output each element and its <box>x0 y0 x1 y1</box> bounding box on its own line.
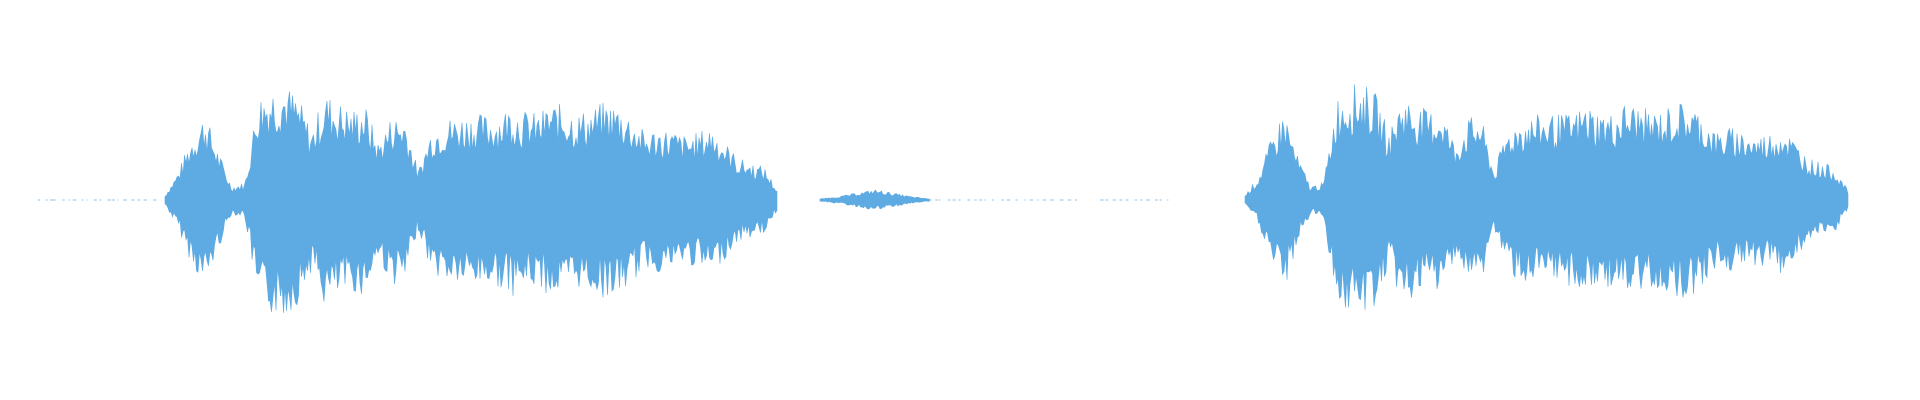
baseline-dash <box>1029 199 1034 201</box>
baseline-dash <box>68 199 71 201</box>
baseline-dash <box>1001 199 1004 201</box>
baseline-dash <box>94 199 97 201</box>
baseline-dash <box>99 199 102 201</box>
baseline-dash <box>984 199 986 201</box>
baseline-dash <box>952 199 956 201</box>
baseline-dash <box>1159 199 1162 201</box>
baseline-dash <box>107 199 111 201</box>
baseline-dash <box>1112 199 1116 201</box>
baseline-dash <box>72 199 77 201</box>
baseline-dash <box>81 199 84 201</box>
baseline-dash <box>123 199 128 201</box>
baseline-dash <box>38 199 41 201</box>
baseline-dash <box>1125 199 1129 201</box>
baseline-dash <box>958 199 961 201</box>
baseline-dash <box>1042 199 1046 201</box>
baseline-dash <box>137 199 141 201</box>
baseline-dash <box>1067 199 1072 201</box>
baseline-dash <box>930 199 932 201</box>
baseline-dash <box>967 199 971 201</box>
baseline-dash <box>131 199 135 201</box>
baseline-dash <box>117 199 119 201</box>
baseline-dash <box>143 199 147 201</box>
baseline-dash <box>1134 199 1137 201</box>
baseline-dash <box>939 199 941 201</box>
baseline-dash <box>1140 199 1143 201</box>
baseline-dash <box>1100 199 1104 201</box>
baseline-dash <box>1059 199 1064 201</box>
baseline-dash <box>935 199 938 201</box>
baseline-dash <box>1050 199 1054 201</box>
baseline-dash <box>979 199 983 201</box>
baseline-dash <box>1037 199 1039 201</box>
waveform-segment-utterance-1 <box>164 91 778 313</box>
baseline-dash <box>1024 199 1026 201</box>
baseline-dash <box>1015 199 1018 201</box>
baseline-dash <box>111 199 115 201</box>
baseline-dash <box>50 199 54 201</box>
waveform-envelopes <box>164 84 1849 313</box>
baseline-dash <box>45 199 48 201</box>
baseline-dash <box>153 199 157 201</box>
baseline-dash <box>1105 199 1109 201</box>
baseline-dash <box>62 199 65 201</box>
baseline-dash <box>1167 199 1169 201</box>
baseline-dash <box>1006 199 1011 201</box>
baseline-dash <box>974 199 977 201</box>
baseline-dash <box>1119 199 1123 201</box>
waveform-segment-utterance-2 <box>1244 84 1849 310</box>
waveform-segment-breath-1 <box>819 189 930 210</box>
baseline-dash <box>54 199 56 201</box>
baseline-dash <box>1155 199 1158 201</box>
baseline-dash <box>86 199 88 201</box>
baseline-dash <box>992 199 994 201</box>
baseline-dash <box>1146 199 1151 201</box>
baseline-dash <box>947 199 951 201</box>
baseline-dash <box>1075 199 1078 201</box>
